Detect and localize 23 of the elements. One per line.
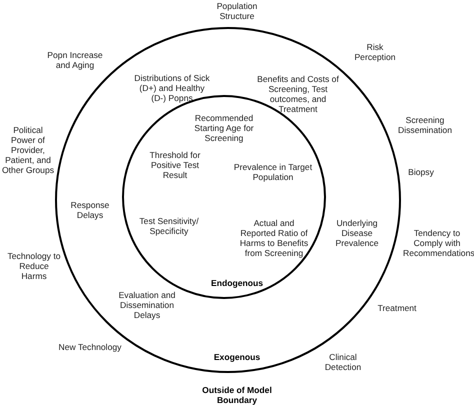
- factor-label: New Technology: [58, 342, 122, 352]
- factor-label: Treatment: [376, 303, 418, 313]
- factor-label: Biopsy: [407, 167, 435, 177]
- factor-label: Risk Perception: [353, 42, 397, 62]
- factor-label: Technology to Reduce Harms: [6, 251, 62, 281]
- factor-label: Underlying Disease Prevalence: [334, 218, 380, 248]
- factor-label: Evaluation and Dissemination Delays: [118, 290, 176, 320]
- factor-label: Distributions of Sick (D+) and Healthy (D-) Popns: [133, 73, 211, 103]
- factor-label: Recommended Starting Age for Screening: [193, 113, 255, 143]
- factor-label: Prevalence in Target Population: [233, 162, 313, 182]
- factor-label: Response Delays: [70, 200, 110, 220]
- factor-label: Population Structure: [216, 1, 258, 21]
- ring-heading: Endogenous: [210, 278, 264, 288]
- boundary-label: Outside of Model Boundary: [201, 385, 273, 405]
- factor-label: Threshold for Positive Test Result: [148, 150, 202, 180]
- ring-heading: Exogenous: [212, 352, 262, 362]
- factor-label: Clinical Detection: [324, 352, 362, 372]
- factor-label: Benefits and Costs of Screening, Test outcomes, and Treatment: [256, 74, 340, 114]
- factor-label: Political Power of Provider, Patient, and Other Groups: [0, 125, 56, 175]
- factor-label: Screening Dissemination: [397, 115, 453, 135]
- factor-label: Test Sensitivity/ Specificity: [138, 216, 200, 236]
- factor-label: Popn Increase and Aging: [46, 50, 104, 70]
- factor-label: Actual and Reported Ratio of Harms to Benefits from Screening: [238, 218, 310, 258]
